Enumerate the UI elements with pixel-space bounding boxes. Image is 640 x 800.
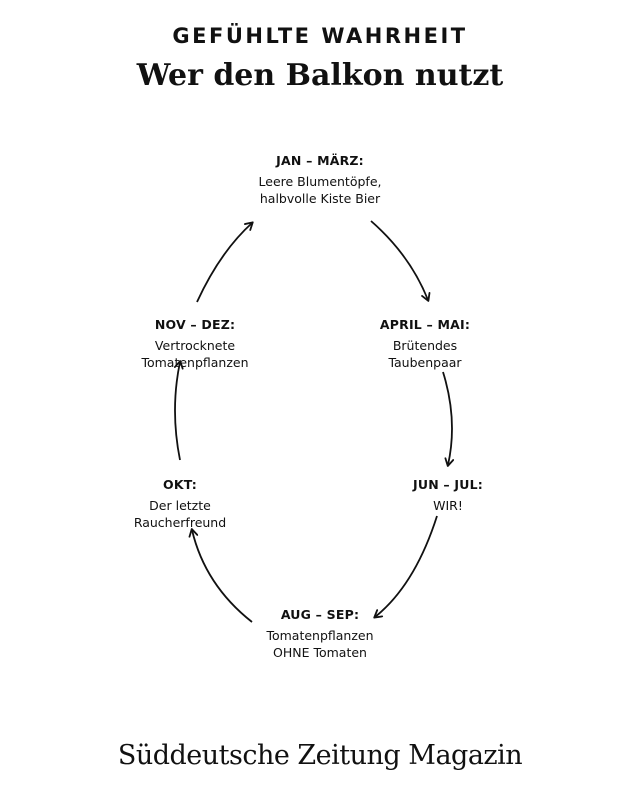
arrow-nov-to-jan [196,221,254,303]
node-period: APRIL – MAI: [379,317,471,332]
node-text: OHNE Tomaten [273,645,367,660]
cycle-node-nov-dez: NOV – DEZ: Vertrocknete Tomatenpflanzen [115,316,275,371]
cycle-node-april-mai: APRIL – MAI: Brütendes Taubenpaar [345,316,505,371]
node-text: Raucherfreund [133,515,227,530]
cycle-node-jun-jul: JUN – JUL: WIR! [378,476,518,514]
cycle-node-okt: OKT: Der letzte Raucherfreund [110,476,250,531]
cycle-node-jan-maerz: JAN – MÄRZ: Leere Blumentöpfe, halbvolle… [220,152,420,207]
node-text: Leere Blumentöpfe, [258,174,382,189]
node-text: Der letzte [149,498,211,513]
node-text: Tomatenpflanzen [266,628,374,643]
arrow-aug-to-okt [188,528,253,623]
node-text: Tomatenpflanzen [141,355,249,370]
node-period: OKT: [163,477,197,492]
page-title: Wer den Balkon nutzt [136,58,504,93]
brand-logo: Süddeutsche Zeitung Magazin [117,740,523,771]
node-text: WIR! [433,498,463,513]
kicker-label: GEFÜHLTE WAHRHEIT [172,24,468,48]
node-text: Brütendes [392,338,458,353]
node-period: JUN – JUL: [413,477,483,492]
arrow-okt-to-nov [173,360,184,461]
node-period: JAN – MÄRZ: [276,153,364,168]
node-period: NOV – DEZ: [154,317,236,332]
arrow-jan-to-apr [370,220,431,302]
arrow-apr-to-jun [442,371,455,467]
node-text: Vertrocknete [154,338,236,353]
cycle-node-aug-sep: AUG – SEP: Tomatenpflanzen OHNE Tomaten [220,606,420,661]
node-text: halbvolle Kiste Bier [259,191,381,206]
node-period: AUG – SEP: [280,607,360,622]
node-text: Taubenpaar [388,355,462,370]
arrow-jun-to-aug [373,515,438,619]
